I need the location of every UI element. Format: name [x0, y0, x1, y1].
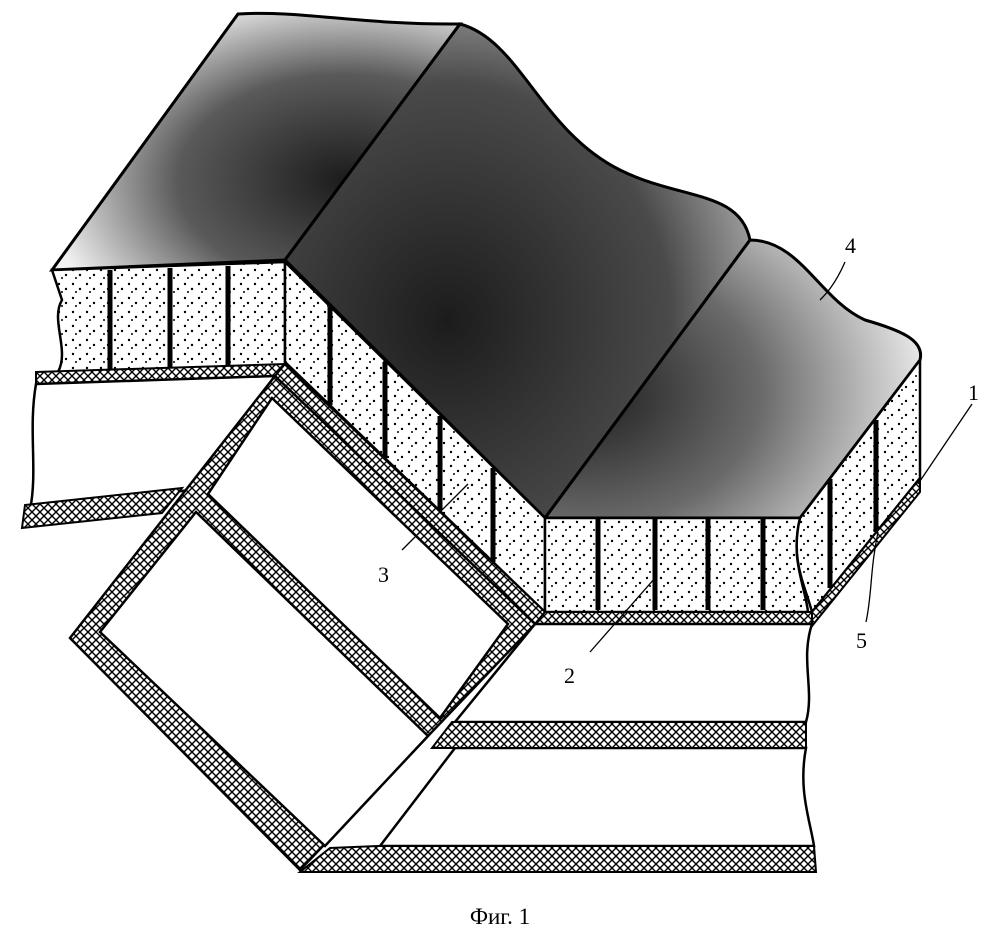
core-bottom-section	[545, 518, 808, 612]
callout-3: 3	[378, 562, 389, 587]
callout-5: 5	[856, 628, 867, 653]
callout-4: 4	[845, 233, 856, 258]
callout-1: 1	[968, 380, 979, 405]
figure-caption: Фиг. 1	[0, 904, 1000, 930]
bottom-hatched-plate-middle	[432, 722, 806, 748]
base-strip-bottom	[535, 612, 812, 624]
bottom-hatched-plate-lower	[300, 846, 816, 872]
bottom-slab-lower	[380, 748, 814, 846]
callout-2: 2	[564, 663, 575, 688]
leader-line-1	[918, 404, 972, 484]
